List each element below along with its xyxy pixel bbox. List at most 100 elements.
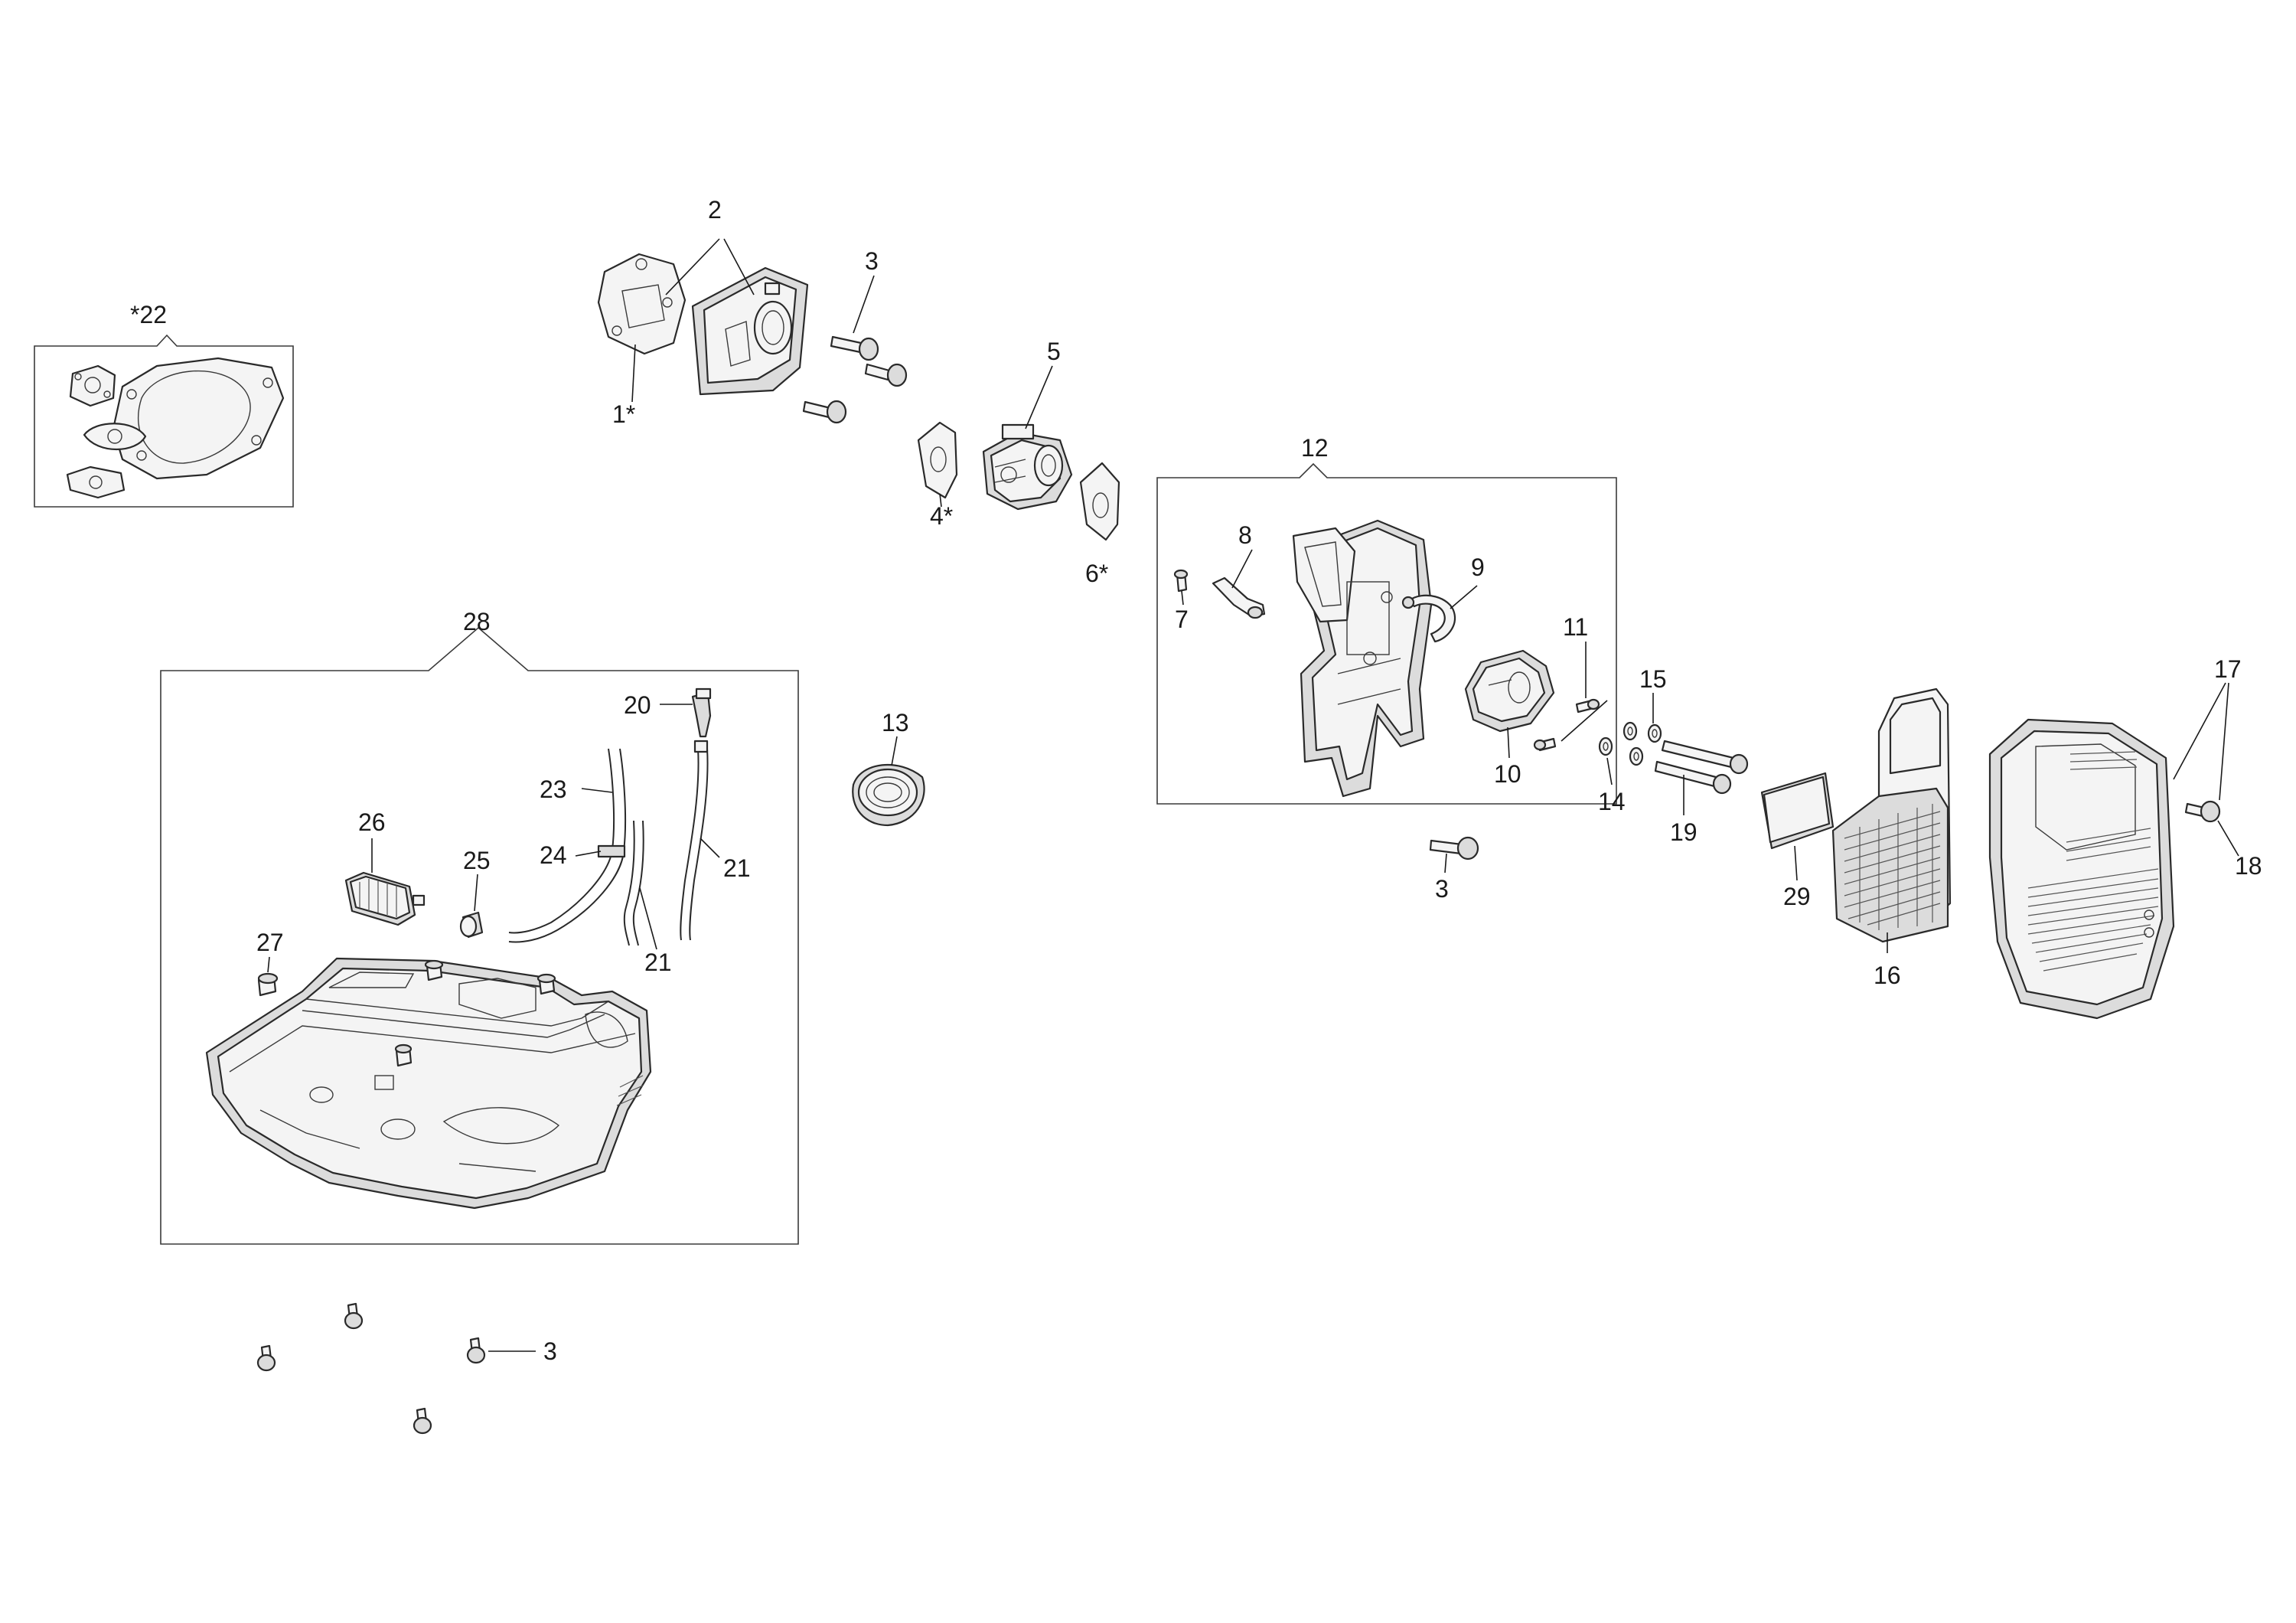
callout-19: 19 xyxy=(1670,818,1698,846)
leader-23 xyxy=(581,788,613,793)
callout-11: 11 xyxy=(1563,613,1588,641)
leader-9 xyxy=(1450,585,1478,609)
grommet-group: 13 xyxy=(852,709,925,827)
fuel-filter-icon xyxy=(344,871,426,926)
small-grommet-icon xyxy=(257,972,279,997)
leader-17b xyxy=(2219,682,2229,801)
carburetor-gasket-icon xyxy=(917,421,958,499)
leader-21a xyxy=(700,838,720,858)
callout-21b: 21 xyxy=(644,949,672,976)
leader-10 xyxy=(1507,727,1510,759)
carburetor-group: 4* 5 6* xyxy=(917,338,1120,587)
intake-manifold-icon xyxy=(691,266,809,396)
small-screw-icon xyxy=(1173,569,1189,593)
leader-7 xyxy=(1181,590,1184,606)
callout-3a: 3 xyxy=(865,247,879,275)
leader-3a xyxy=(853,275,875,334)
leader-2b xyxy=(723,238,755,296)
leader-21b xyxy=(639,887,657,950)
callout-20: 20 xyxy=(624,691,651,719)
small-screw-icon xyxy=(1533,737,1557,752)
callout-26: 26 xyxy=(358,808,386,836)
manifold-gasket-icon xyxy=(597,253,687,355)
bolt-icon xyxy=(1661,740,1749,775)
callout-5: 5 xyxy=(1047,338,1061,365)
washer-icon xyxy=(1623,721,1638,741)
callout-17: 17 xyxy=(2214,655,2242,683)
clip-icon xyxy=(1401,594,1456,643)
leader-29 xyxy=(1794,845,1798,881)
air-filter-icon xyxy=(1831,687,1952,943)
callout-15: 15 xyxy=(1639,665,1667,693)
fuel-tank-group: 28 20 23 24 21 21 xyxy=(160,608,799,1245)
gasket-kit-box xyxy=(34,334,294,508)
carburetor-icon xyxy=(982,423,1073,511)
callout-2: 2 xyxy=(708,196,722,224)
leader-3b xyxy=(1444,853,1447,874)
filter-cover-icon xyxy=(1988,718,2175,1020)
leader-8 xyxy=(1231,549,1253,589)
callout-3b: 3 xyxy=(1435,875,1449,903)
grommet-icon xyxy=(852,763,925,827)
callout-27: 27 xyxy=(256,929,284,956)
washer-icon xyxy=(1629,746,1644,766)
air-box-group: 12 7 8 9 xyxy=(1156,434,1617,805)
leader-25 xyxy=(474,874,478,912)
callout-9: 9 xyxy=(1471,554,1485,581)
cover-screw-icon xyxy=(2184,800,2221,823)
callout-16: 16 xyxy=(1874,962,1901,989)
screw-icon xyxy=(344,1302,364,1330)
leader-11b xyxy=(1561,700,1608,742)
intake-manifold-group: 2 1* xyxy=(597,196,809,428)
callout-3c: 3 xyxy=(543,1337,557,1365)
washers-bolts-group: 14 15 19 xyxy=(1598,665,1749,846)
callout-21a: 21 xyxy=(723,854,751,882)
screw-icon xyxy=(256,1344,276,1372)
choke-cover-icon xyxy=(1464,649,1555,733)
callout-6: 6* xyxy=(1085,560,1108,587)
bolt-icon xyxy=(1654,760,1732,795)
tank-screws-group: 3 xyxy=(256,1302,557,1435)
leader-24 xyxy=(575,851,602,857)
callout-7: 7 xyxy=(1175,606,1189,633)
pre-filter-group: 29 xyxy=(1760,772,1835,910)
callout-22: *22 xyxy=(130,301,167,328)
washer-icon xyxy=(1647,723,1662,743)
gasket-kit-icon xyxy=(66,357,285,499)
callout-18: 18 xyxy=(2235,852,2262,880)
leader-13 xyxy=(891,736,898,766)
callout-29: 29 xyxy=(1783,883,1811,910)
callout-12: 12 xyxy=(1301,434,1329,462)
callout-14: 14 xyxy=(1598,788,1626,815)
fuel-tank-icon xyxy=(205,957,652,1210)
leader-1 xyxy=(631,344,636,403)
screw-icon xyxy=(830,335,879,361)
leader-27 xyxy=(267,956,270,973)
screw-icon xyxy=(1429,836,1479,860)
fuel-hose-icon xyxy=(680,740,709,941)
manifold-screws-group: 3 xyxy=(802,247,908,424)
leader-4 xyxy=(939,493,942,508)
screw-icon xyxy=(466,1337,486,1364)
fuel-tank-kit-box xyxy=(160,626,799,1245)
callout-8: 8 xyxy=(1238,521,1252,549)
callout-1: 1* xyxy=(612,400,635,428)
callout-4: 4* xyxy=(930,502,953,530)
filter-pleats xyxy=(1844,804,1941,930)
carburetor-gasket-icon xyxy=(1079,462,1120,541)
gasket-kit-group: *22 xyxy=(34,301,294,508)
leader-18 xyxy=(2217,820,2239,857)
fuel-hose-icon xyxy=(623,820,644,946)
washer-icon xyxy=(1598,736,1613,756)
air-filter-group: 16 xyxy=(1831,687,1952,989)
callout-10: 10 xyxy=(1494,760,1521,788)
leader-2a xyxy=(665,238,720,296)
air-box-icon xyxy=(1292,519,1433,798)
small-screw-icon xyxy=(1575,698,1600,714)
air-box-kit-box xyxy=(1156,462,1617,805)
screw-icon xyxy=(413,1407,432,1435)
leader-17a xyxy=(2173,682,2226,780)
callout-13: 13 xyxy=(882,709,909,736)
lever-icon xyxy=(1212,576,1266,619)
